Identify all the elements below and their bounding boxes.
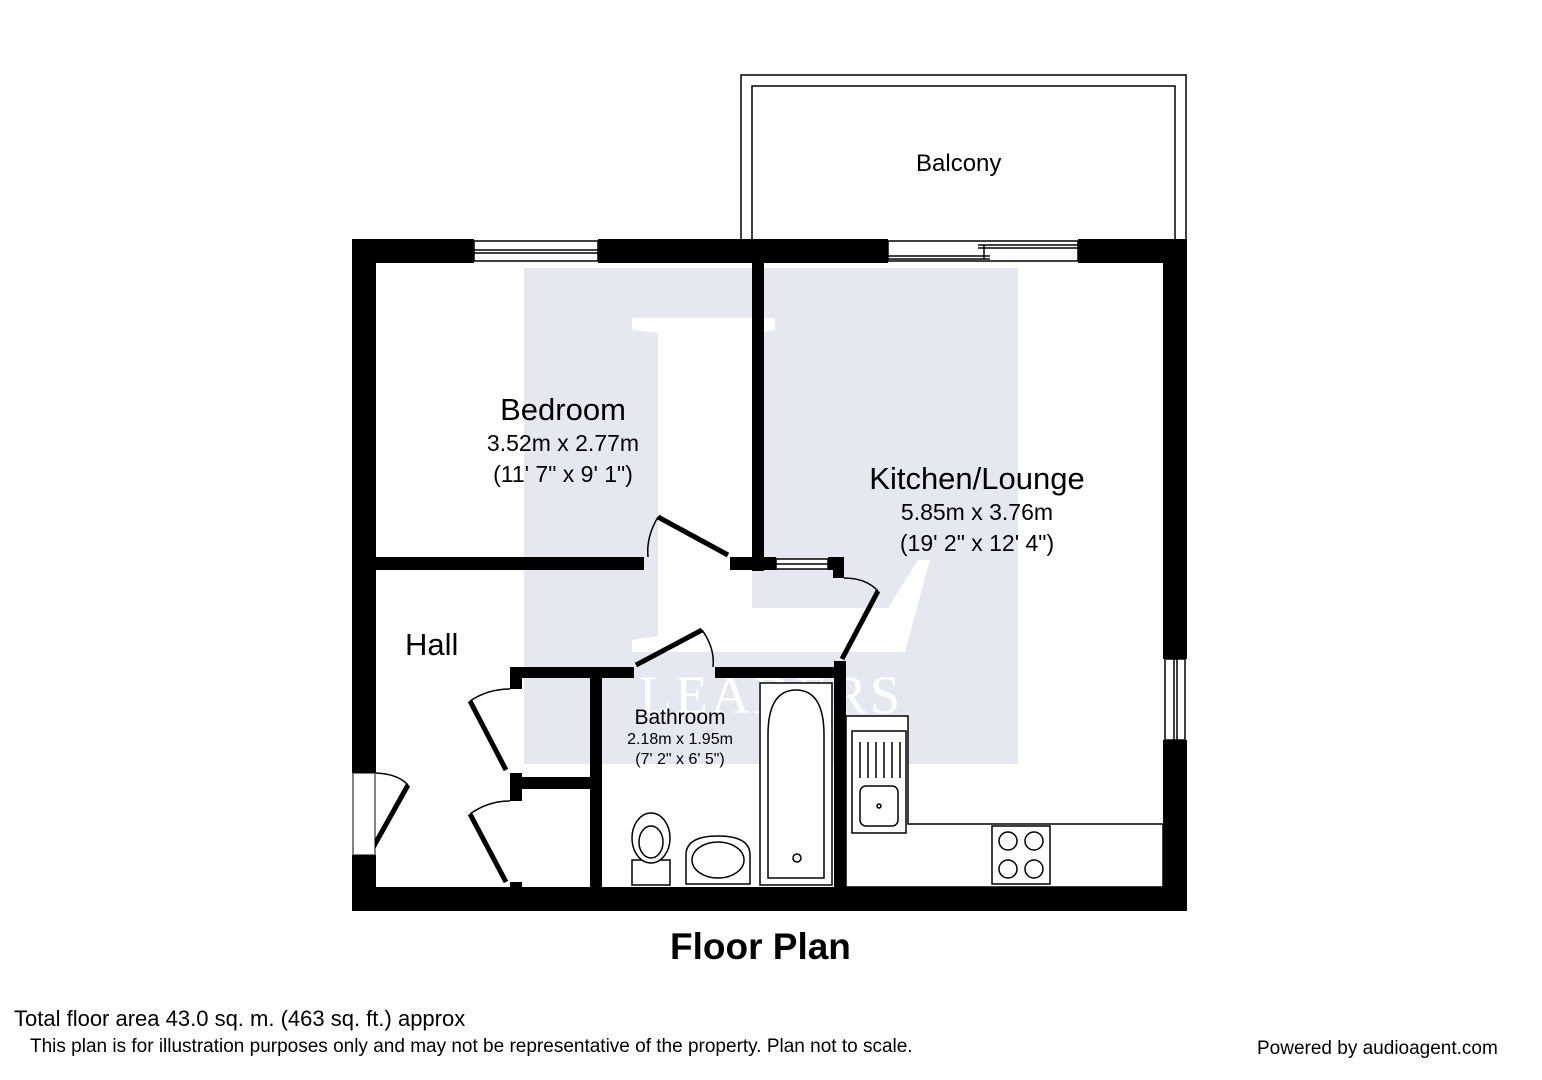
cupboard-door-upper [467, 688, 511, 772]
powered-by-link[interactable]: Powered by audioagent.com [1257, 1038, 1498, 1059]
kitchen-fixtures [845, 715, 1164, 888]
bathroom-label-group: Bathroom 2.18m x 1.95m (7' 2" x 6' 5") [627, 706, 733, 770]
balcony-label: Balcony [916, 150, 1002, 177]
toilet [631, 812, 671, 886]
lounge-side-window [1164, 658, 1186, 741]
entrance-door [352, 772, 411, 856]
windows [473, 240, 1186, 741]
bathroom-name: Bathroom [634, 706, 726, 729]
bathroom-door [634, 627, 715, 668]
bedroom-imperial: (11' 7" x 9' 1") [493, 461, 633, 487]
bedroom-window [473, 240, 599, 262]
cupboard-door-lower [467, 800, 511, 884]
kitchen-lounge-name: Kitchen/Lounge [869, 461, 1085, 496]
walls [352, 239, 1187, 911]
doors [352, 514, 881, 884]
plan-title: Floor Plan [670, 926, 851, 967]
total-floor-area: Total floor area 43.0 sq. m. (463 sq. ft… [14, 1006, 466, 1031]
disclaimer-note: This plan is for illustration purposes o… [30, 1036, 913, 1057]
sink-with-drainer [851, 730, 907, 834]
bedroom-label-group: Bedroom 3.52m x 2.77m (11' 7" x 9' 1") [487, 392, 639, 490]
kitchen-worktop [845, 715, 1164, 888]
bathroom-fixtures [631, 682, 833, 886]
bedroom-metric: 3.52m x 2.77m [486, 430, 640, 456]
kitchen-lounge-label-group: Kitchen/Lounge 5.85m x 3.76m (19' 2" x 1… [869, 461, 1084, 559]
bathtub [759, 682, 833, 886]
bedroom-door [646, 514, 730, 558]
hall-label: Hall [405, 627, 459, 662]
watermark-background [524, 268, 1018, 764]
hob [991, 825, 1051, 885]
watermark-l-letter [632, 318, 930, 652]
washbasin [685, 835, 751, 885]
kitchen-door [839, 577, 881, 661]
bedroom-name: Bedroom [500, 392, 626, 427]
bathroom-metric: 2.18m x 1.95m [627, 731, 733, 748]
balcony-outline [740, 74, 1187, 240]
kitchen-lounge-metric: 5.85m x 3.76m [900, 499, 1054, 525]
sliding-balcony-door [887, 240, 1079, 262]
kitchen-lounge-imperial: (19' 2" x 12' 4") [899, 530, 1055, 556]
bathroom-imperial: (7' 2" x 6' 5") [635, 751, 725, 768]
hall-window [775, 558, 829, 570]
